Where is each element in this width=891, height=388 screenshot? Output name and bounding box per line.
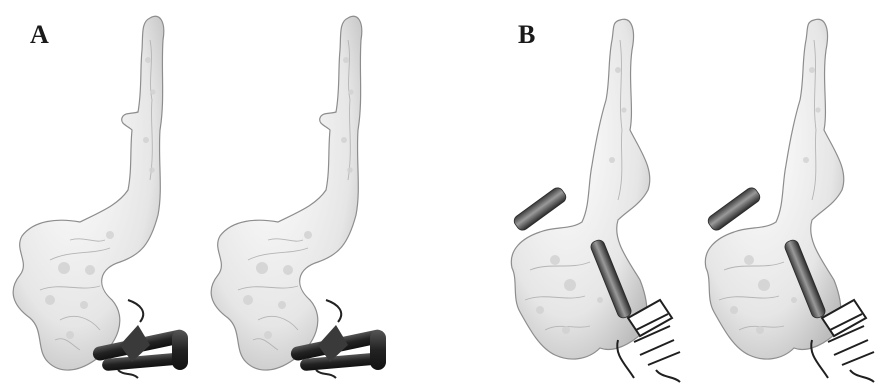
density-map-a-left [13, 16, 188, 378]
density-map-b-left [511, 19, 680, 382]
density-map-a-right [211, 16, 386, 378]
density-map-b-right [705, 19, 874, 382]
